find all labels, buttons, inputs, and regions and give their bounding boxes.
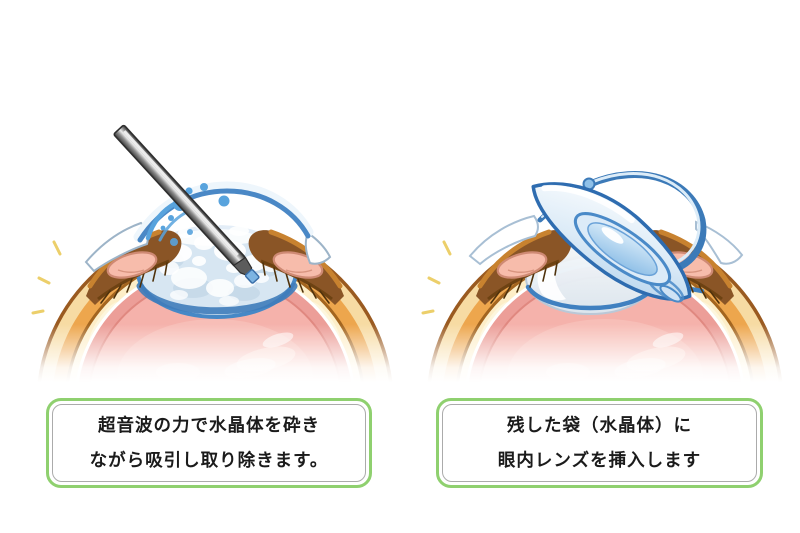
bottom-fade <box>28 324 408 382</box>
caption-line-2: 眼内レンズを挿入します <box>497 450 702 470</box>
caption-line-1: 残した袋（水晶体）に <box>507 415 692 435</box>
phaco-eye-illustration <box>28 124 408 382</box>
intraocular-lens <box>531 182 692 303</box>
bottom-fade <box>418 324 798 382</box>
caption-line-2: ながら吸引し取り除きます。 <box>89 450 329 470</box>
ultrasonic-probe <box>113 124 260 284</box>
cornea-edges <box>468 214 744 266</box>
iol-caption-box: 残した袋（水晶体）に 眼内レンズを挿入します <box>436 398 763 488</box>
iol-eye-illustration <box>418 171 798 382</box>
phaco-caption-box: 超音波の力で水晶体を砕き ながら吸引し取り除きます。 <box>46 398 372 488</box>
caption-line-1: 超音波の力で水晶体を砕き <box>98 415 320 435</box>
